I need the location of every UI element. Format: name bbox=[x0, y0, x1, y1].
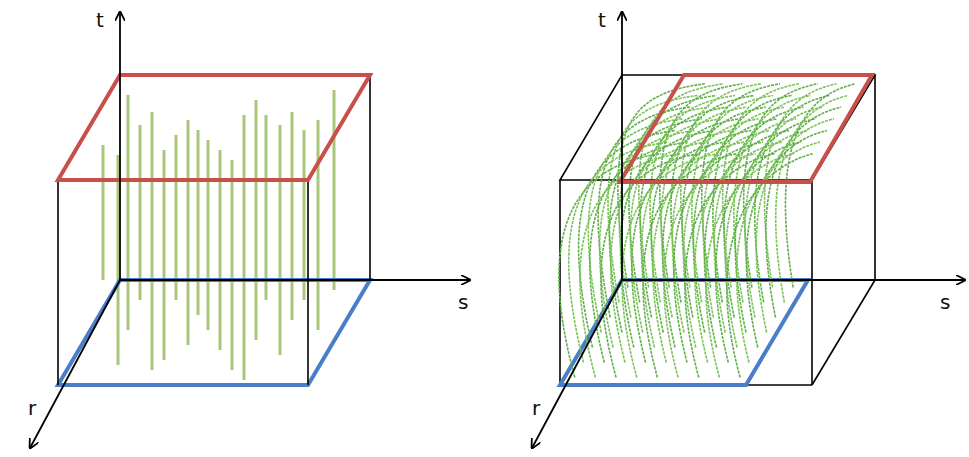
base-square bbox=[58, 280, 370, 385]
axis-label: t bbox=[598, 10, 606, 30]
axis-label: s bbox=[458, 292, 468, 312]
axis-label: t bbox=[96, 10, 104, 30]
cube-edges bbox=[58, 75, 370, 385]
axis-label: s bbox=[940, 292, 950, 312]
axis-label: r bbox=[28, 398, 36, 418]
curved-trajectories bbox=[559, 84, 855, 378]
axis-label: r bbox=[532, 398, 540, 418]
vertical-trajectories bbox=[103, 90, 334, 380]
axes bbox=[532, 12, 965, 448]
axes bbox=[30, 12, 470, 448]
top-square bbox=[620, 75, 872, 182]
top-square bbox=[58, 75, 370, 180]
cube-edges bbox=[560, 75, 875, 385]
